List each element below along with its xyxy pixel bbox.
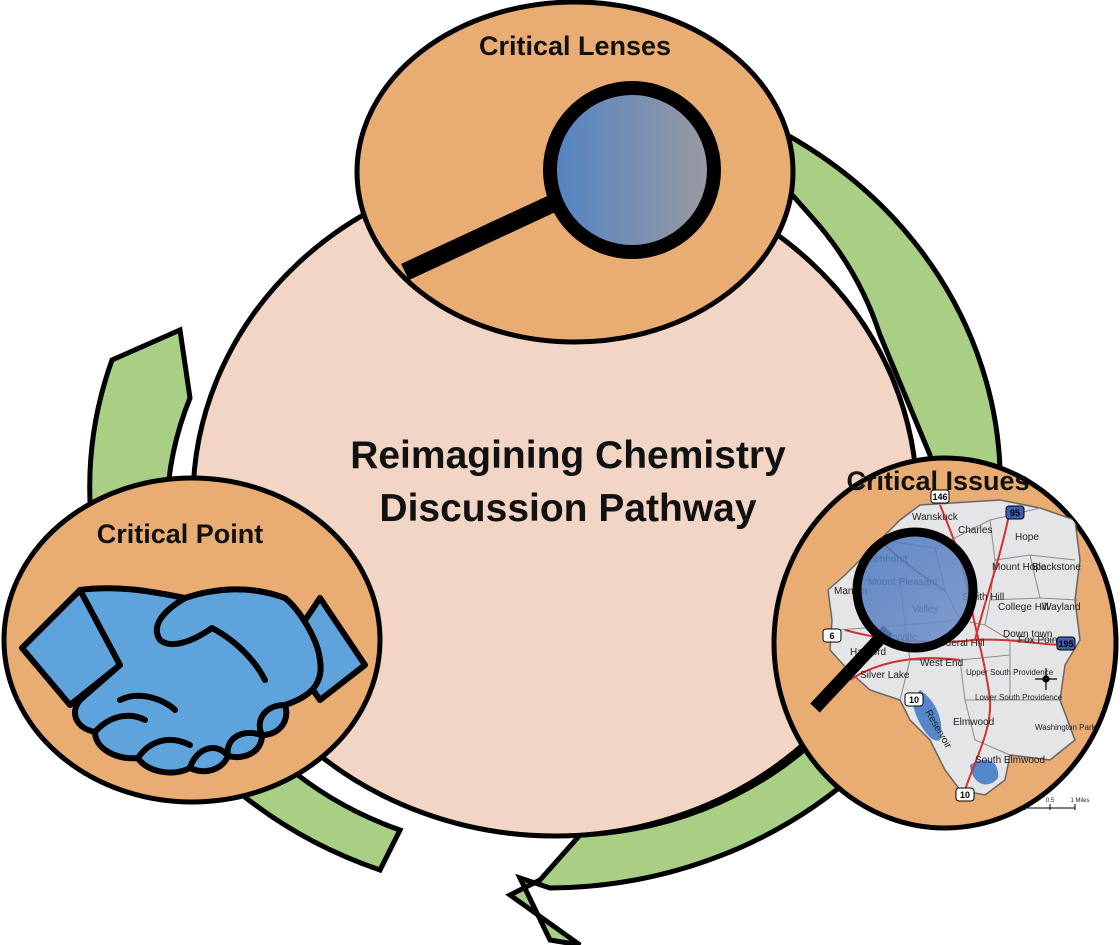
svg-text:10: 10: [909, 695, 919, 705]
node-critical-issues: WanskuckCharlesHopeElmhurstMount HopeBla…: [771, 455, 1119, 831]
shield-6-icon: 6: [822, 628, 842, 643]
map-label-charles: Charles: [958, 525, 992, 536]
shield-146-icon: 146: [930, 489, 950, 504]
node-label-critical-issues: Critical Issues: [846, 466, 1029, 496]
map-magnifying-glass-icon: [810, 527, 978, 713]
map-scale-bar: 0.5 1 Miles: [1024, 798, 1090, 810]
map-label-manton: Manton: [834, 586, 867, 597]
cycle-arrow-bottom: [505, 742, 865, 945]
map-label-smith-hill: Smith Hill: [962, 592, 1004, 603]
map-scale-end: 1 Miles: [1070, 798, 1089, 804]
shield-95-icon: 95: [1005, 505, 1025, 520]
map-label-hope: Hope: [1015, 532, 1039, 543]
magnifying-glass-icon: [401, 81, 721, 281]
shield-10-icon: 10: [904, 692, 924, 707]
shield-10-icon: 10: [955, 787, 975, 802]
svg-text:6: 6: [829, 631, 834, 641]
svg-text:195: 195: [1058, 639, 1073, 649]
map-scale-mid: 0.5: [1046, 798, 1055, 804]
node-critical-lenses: Critical Lenses: [354, 0, 796, 345]
map-label-college-hill: College Hill: [998, 602, 1049, 613]
node-label-critical-point: Critical Point: [97, 519, 264, 549]
diagram-title-line2: Discussion Pathway: [379, 487, 756, 530]
diagram-title-line1: Reimagining Chemistry: [350, 434, 786, 477]
map-label-federal-hill: Federal Hill: [934, 638, 985, 649]
map-label-lower-south-providence: Lower South Providence: [975, 693, 1063, 702]
shield-195-icon: 195: [1056, 636, 1076, 651]
map-label-mount-hope: Mount Hope: [992, 562, 1047, 573]
node-critical-point: Critical Point: [1, 475, 383, 805]
map-label-upper-south-providence: Upper South Providence: [966, 668, 1054, 677]
node-label-critical-lenses: Critical Lenses: [479, 31, 671, 61]
map-highway-shields: 146 95 6 195 10 10: [822, 489, 1076, 802]
map-label-fox-point: Fox Point: [1018, 635, 1060, 646]
map-label-south-elmwood: South Elmwood: [975, 755, 1045, 766]
map-label-wayland: Wayland: [1042, 602, 1081, 613]
svg-text:146: 146: [932, 492, 947, 502]
map-label-silver-lake: Silver Lake: [860, 670, 910, 681]
svg-text:10: 10: [960, 790, 970, 800]
map-label-elmwood: Elmwood: [953, 717, 994, 728]
cycle-arrow-right: [699, 94, 1003, 548]
compass-rose-icon: [1035, 668, 1057, 690]
handshake-icon: [19, 585, 368, 776]
map-label-washington-park: Washington Park: [1035, 723, 1097, 732]
map-label-wanskuck: Wanskuck: [912, 512, 959, 523]
map-label-west-end: West End: [920, 658, 963, 669]
map-label-down-town: Down town: [1003, 629, 1052, 640]
map-label-blackstone: Blackstone: [1032, 562, 1081, 573]
svg-text:95: 95: [1010, 508, 1020, 518]
